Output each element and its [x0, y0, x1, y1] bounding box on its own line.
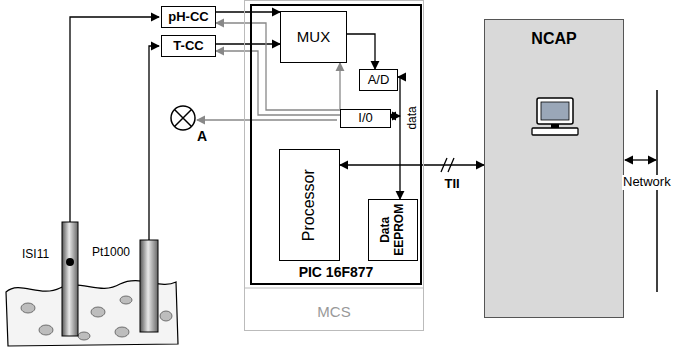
probe-tip [66, 258, 74, 266]
node-label: pH-CC [168, 10, 208, 25]
edge-label: TII [445, 177, 460, 192]
signal-conditioner-box: pH-CC [161, 6, 216, 28]
network-label: Network [622, 175, 672, 190]
signal-conditioner-box: T-CC [161, 35, 216, 57]
node-label: MUX [297, 28, 330, 45]
lamp-cross [175, 110, 192, 127]
probe-label: Pt1000 [92, 246, 130, 260]
node-label: Processor [300, 169, 318, 241]
node-label: A/D [368, 73, 390, 88]
node-label: NCAP [531, 30, 576, 48]
probe-label: ISI11 [22, 248, 49, 262]
mux-box: MUX [280, 11, 347, 63]
processor-box: Processor [279, 149, 340, 261]
connector [216, 11, 280, 12]
connector [347, 34, 375, 69]
lamp-symbol [171, 106, 195, 130]
edge-label: data [405, 106, 419, 129]
mcs-separator [244, 288, 424, 289]
lamp-label: A [197, 128, 207, 144]
connector [216, 43, 280, 44]
io-box: I/0 [340, 109, 391, 128]
mcs-frame: MCS PIC 16F877 MUX A/D I/0Processor Data EEPR… [244, 0, 424, 331]
node-label: T-CC [173, 39, 203, 54]
connector [340, 164, 484, 165]
probe-wire [70, 17, 159, 222]
temperature-probe [140, 240, 158, 332]
network-link [625, 159, 656, 160]
node-label: I/0 [358, 111, 372, 126]
eeprom-box: Data EEPROM [368, 199, 418, 261]
node-label: MCS [317, 303, 350, 320]
connector [339, 63, 340, 109]
lamp-wire [197, 119, 337, 120]
adc-box: A/D [359, 69, 398, 91]
node-label: PIC 16F877 [299, 264, 374, 280]
node-label: Data EEPROM [379, 200, 407, 260]
ncap-box: NCAP [484, 19, 624, 318]
probe-wire [149, 46, 159, 240]
ph-probe [62, 222, 78, 336]
connector [216, 23, 340, 110]
microcontroller-box: PIC 16F877 MUX A/D I/0Processor Data EEPROM [250, 4, 422, 285]
connector [398, 77, 400, 199]
network-line [656, 90, 658, 292]
